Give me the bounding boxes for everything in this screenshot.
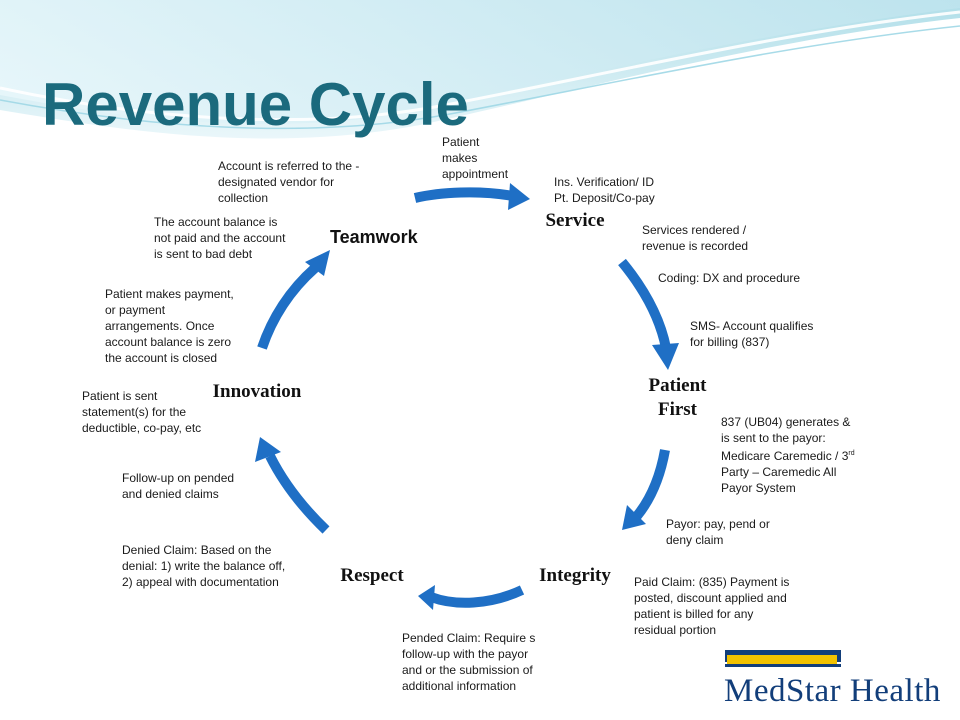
note-sms-account: SMS- Account qualifies for billing (837)	[690, 319, 814, 349]
value-patient-first: Patient First	[648, 375, 707, 420]
arrowhead-3	[622, 505, 646, 530]
note-ins-verification: Ins. Verification/ ID Pt. Deposit/Co-pay	[554, 175, 655, 205]
medstar-logo-text: MedStar Health	[724, 673, 941, 709]
note-statements: Patient is sent statement(s) for the ded…	[82, 389, 202, 435]
arrowhead-4	[418, 585, 435, 610]
note-patient-payment: Patient makes payment, or payment arrang…	[105, 287, 234, 365]
arrowhead-6	[305, 250, 330, 276]
value-service: Service	[545, 210, 605, 231]
arrow-patient-first-to-integrity	[633, 449, 670, 520]
page-title: Revenue Cycle	[42, 71, 469, 138]
note-vendor: Account is referred to the - designated …	[218, 159, 360, 205]
note-ub04-line3-text: Medicare Caremedic / 3	[721, 449, 849, 463]
value-innovation: Innovation	[212, 381, 302, 402]
arrowhead-5	[255, 437, 281, 462]
note-ub04-line4: Party – Caremedic All	[721, 465, 837, 479]
note-follow-up: Follow-up on pended and denied claims	[122, 471, 235, 501]
arrowhead-1	[508, 183, 530, 210]
note-ub04-superscript: rd	[848, 450, 855, 457]
arrow-service-to-patient-first	[618, 258, 671, 350]
value-teamwork: Teamwork	[330, 227, 418, 247]
value-integrity: Integrity	[539, 565, 611, 586]
arrow-respect-to-innovation	[265, 453, 330, 534]
note-ub04-line2: is sent to the payor:	[721, 431, 826, 445]
note-bad-debt: The account balance is not paid and the …	[154, 215, 286, 261]
note-ub04-line5: Payor System	[721, 481, 796, 495]
value-respect: Respect	[340, 565, 404, 586]
note-ub04-line1: 837 (UB04) generates &	[721, 415, 851, 429]
note-patient-makes-appointment: Patient makes appointment	[442, 135, 509, 181]
note-payor: Payor: pay, pend or deny claim	[666, 517, 770, 547]
arrow-innovation-to-teamwork	[257, 264, 319, 350]
note-services-rendered: Services rendered / revenue is recorded	[642, 223, 749, 253]
note-pended-claim: Pended Claim: Require s follow-up with t…	[402, 631, 536, 693]
arrow-teamwork-to-service	[413, 187, 514, 203]
note-paid-claim: Paid Claim: (835) Payment is posted, dis…	[634, 575, 790, 637]
note-ub04: 837 (UB04) generates & is sent to the pa…	[721, 414, 881, 496]
note-denied-claim: Denied Claim: Based on the denial: 1) wr…	[122, 543, 286, 589]
arrowhead-2	[652, 343, 679, 370]
arrow-integrity-to-respect	[429, 585, 525, 608]
note-ub04-line3: Medicare Caremedic / 3rd	[721, 446, 881, 464]
note-coding: Coding: DX and procedure	[658, 271, 801, 285]
